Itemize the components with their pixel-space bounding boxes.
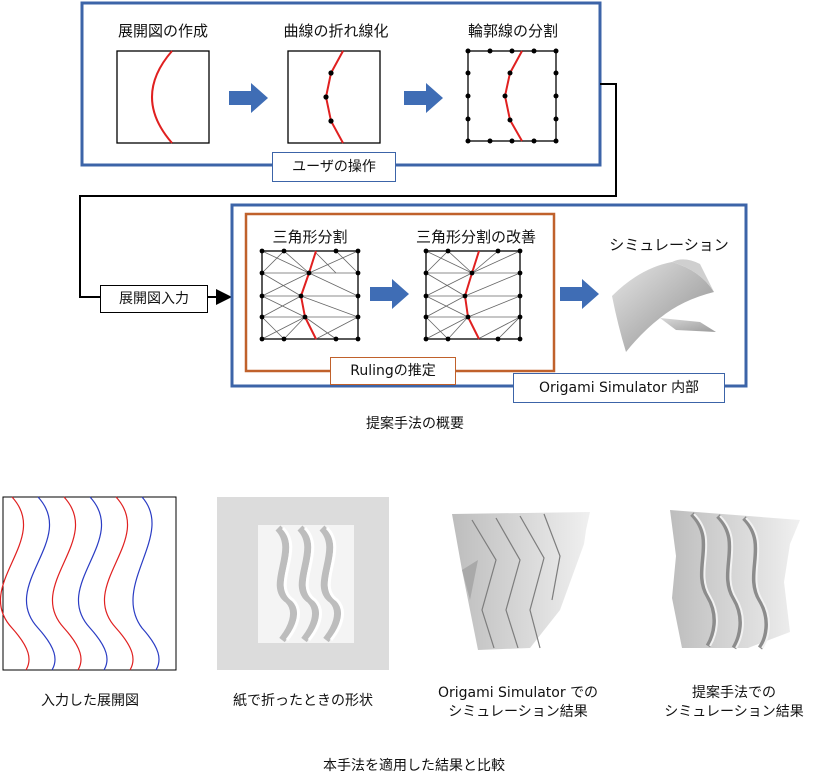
panel-polyline [287, 50, 381, 144]
origami-sim-caption-line1: Origami Simulator での [437, 685, 599, 701]
paper-fold-photo [217, 497, 389, 670]
flow-arrow [404, 83, 443, 113]
simulation-render [612, 259, 716, 352]
step-triangulation-improve-label: 三角形分割の改善 [415, 228, 536, 246]
proposed-method-result [670, 510, 800, 650]
flow-arrow [560, 279, 599, 309]
simulator-internal-box: Origami Simulator 内部 [513, 373, 725, 403]
step-create-pattern-label: 展開図の作成 [117, 22, 208, 40]
proposed-caption-line2: シミュレーション結果 [664, 704, 804, 720]
results-caption: 本手法を適用した結果と比較 [323, 758, 505, 774]
flow-arrow [370, 279, 409, 309]
proposed-caption-line1: 提案手法での [692, 685, 776, 701]
panel-create-pattern [116, 50, 210, 144]
origami-simulator-result [452, 512, 590, 650]
origami-sim-caption-line2: シミュレーション結果 [448, 704, 588, 720]
user-operation-box: ユーザの操作 [272, 152, 396, 182]
overview-caption: 提案手法の概要 [366, 416, 464, 432]
step-triangulation-label: 三角形分割 [272, 228, 348, 246]
input-crease-pattern [0, 496, 177, 671]
simulation-label: シミュレーション [609, 236, 729, 254]
input-pattern-caption: 入力した展開図 [41, 693, 139, 709]
panel-split-outline [465, 48, 559, 144]
input-pattern-box: 展開図入力 [100, 285, 208, 313]
panel-triangulation-improved [423, 248, 523, 342]
paper-fold-caption: 紙で折ったときの形状 [233, 693, 373, 709]
panel-triangulation [259, 248, 361, 342]
flow-arrow [229, 83, 268, 113]
simulator-frame [230, 203, 748, 388]
step-split-outline-label: 輪郭線の分割 [467, 22, 558, 40]
ruling-estimation-box: Rulingの推定 [330, 357, 456, 385]
step-polyline-label: 曲線の折れ線化 [283, 22, 389, 40]
